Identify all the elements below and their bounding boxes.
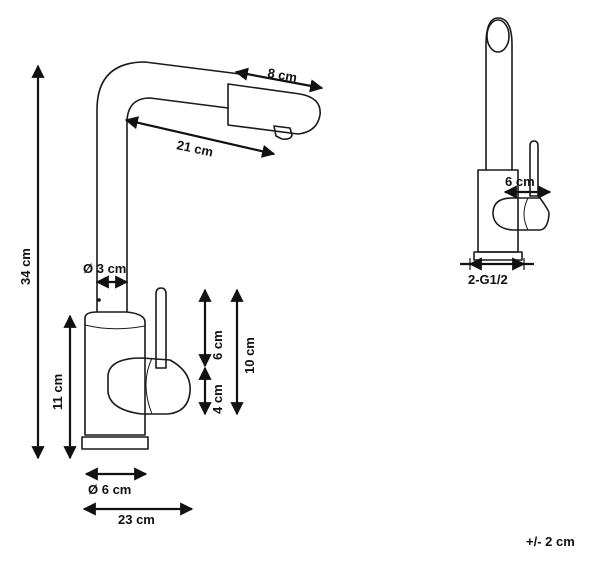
label-spout-reach: 21 cm (175, 137, 214, 159)
label-lever-height: 10 cm (242, 337, 257, 374)
spout-head (227, 83, 321, 135)
faucet-side-view (81, 61, 321, 450)
label-lever-lower: 4 cm (210, 384, 225, 414)
label-lever-upper: 6 cm (210, 330, 225, 360)
label-head-length: 8 cm (266, 65, 298, 85)
label-tube-diameter: Ø 3 cm (83, 261, 126, 276)
front-lever-stem (529, 140, 539, 197)
front-lever-handle (492, 197, 550, 231)
label-tolerance: +/- 2 cm (526, 534, 575, 549)
front-base (473, 251, 523, 261)
body-outline (84, 311, 146, 436)
label-front-lever: 6 cm (505, 174, 535, 189)
label-height-body: 11 cm (50, 374, 65, 410)
label-thread: 2-G1/2 (468, 272, 508, 287)
faucet-front-view (473, 17, 550, 261)
base-ring (81, 436, 149, 450)
label-base-diameter: Ø 6 cm (88, 482, 131, 497)
spout-nozzle (273, 125, 293, 140)
label-total-depth: 23 cm (118, 512, 155, 527)
label-height-total: 34 cm (18, 248, 33, 285)
lever-stem (155, 287, 167, 369)
dim-head-length (234, 67, 324, 93)
lever-handle (107, 357, 191, 415)
dim-spout-reach (124, 116, 276, 158)
